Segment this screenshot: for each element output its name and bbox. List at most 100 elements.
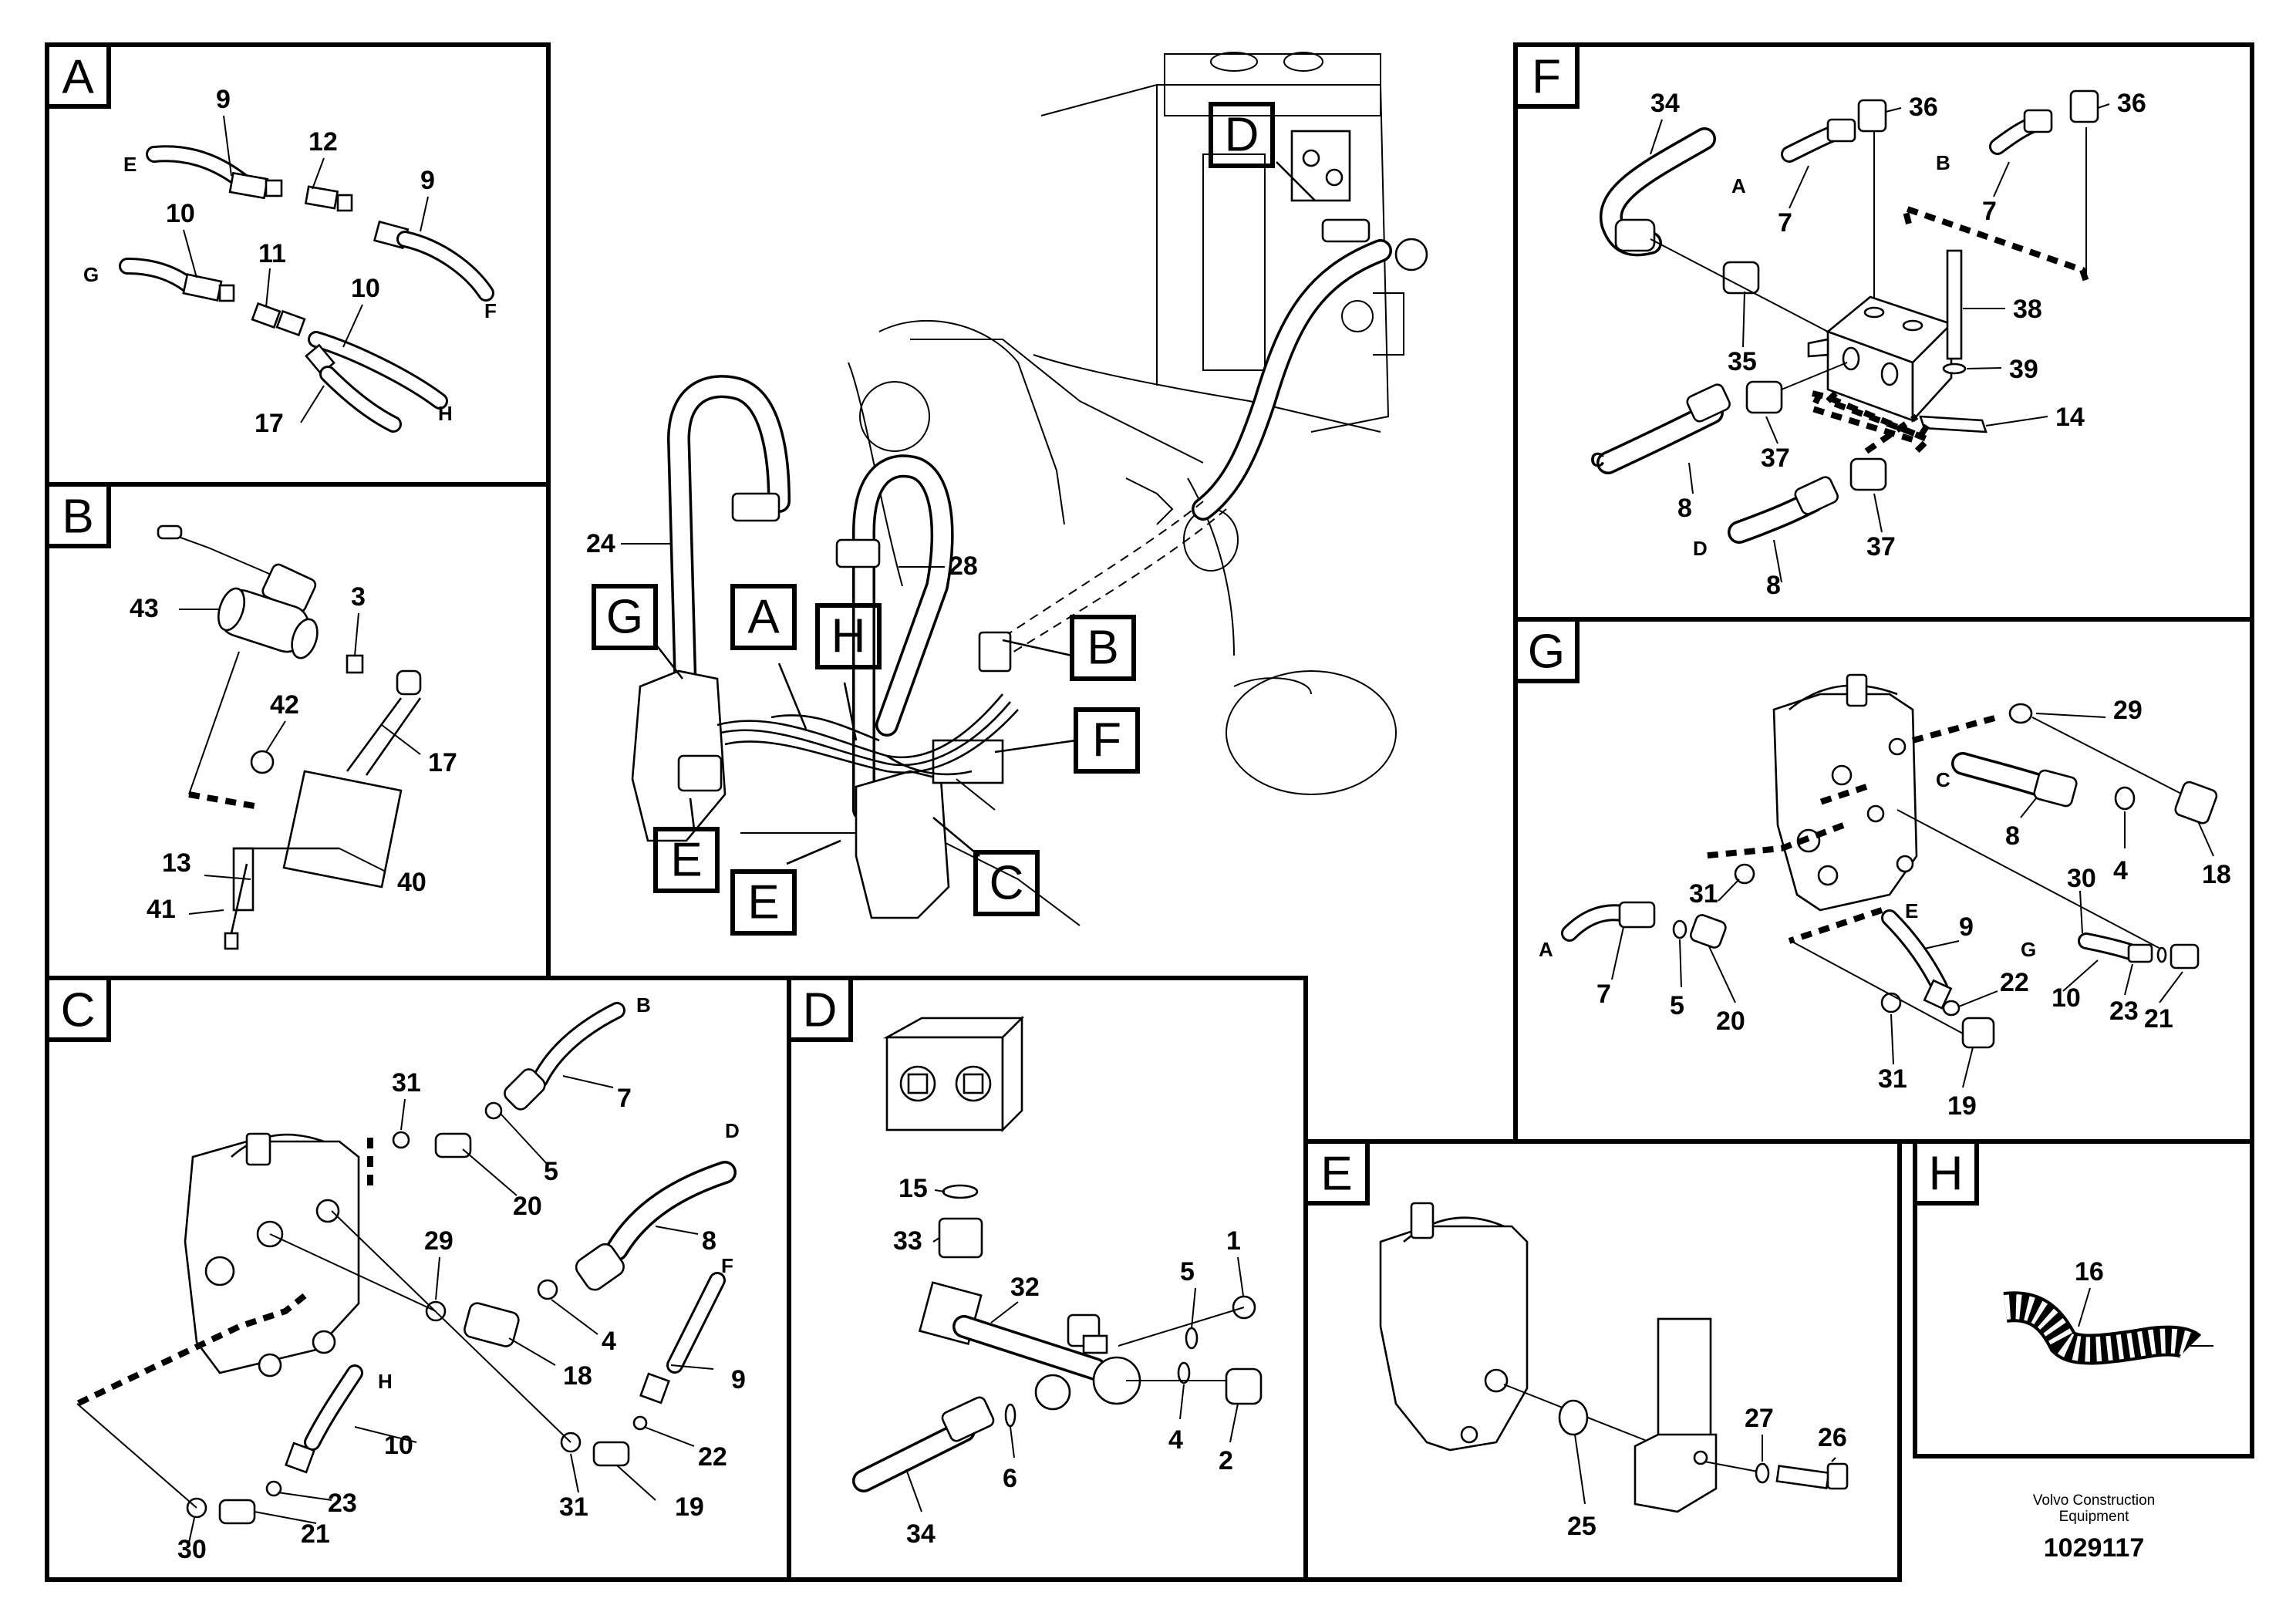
panel-b: B 43 3 42 17 13 40 41	[45, 482, 551, 980]
part-number: 37	[1866, 532, 1896, 561]
part-number: 30	[2067, 864, 2096, 893]
part-number: 10	[2052, 983, 2081, 1013]
part-number: 23	[2109, 996, 2139, 1026]
part-number: 19	[675, 1492, 704, 1522]
part-number: 15	[899, 1174, 928, 1203]
svg-text:B: B	[1087, 622, 1118, 675]
panel-d-badge	[787, 976, 853, 1042]
part-number: 10	[384, 1431, 413, 1460]
part-number: 9	[216, 85, 231, 114]
part-number: 3	[351, 582, 366, 612]
part-number: 6	[1003, 1464, 1017, 1493]
part-number: 7	[1982, 197, 1997, 226]
overview-callout-f: F	[1074, 707, 1140, 774]
part-number: 20	[1716, 1007, 1745, 1036]
panel-e-label: E	[1320, 1148, 1352, 1201]
hose-end-letter: H	[378, 1370, 393, 1393]
part-number: 5	[1180, 1257, 1195, 1286]
panel-b-label: B	[62, 491, 93, 544]
part-number: 4	[2113, 856, 2128, 885]
part-number: 8	[2005, 821, 2020, 851]
part-number: 5	[544, 1157, 558, 1186]
hose-end-letter: D	[1693, 537, 1708, 560]
part-number: 33	[893, 1226, 922, 1256]
overview-callout-e-left: E	[653, 827, 720, 893]
part-number: 29	[424, 1226, 453, 1256]
overview-callout-a: A	[730, 584, 797, 650]
hose-end-letter: A	[1731, 174, 1746, 197]
svg-text:C: C	[990, 857, 1024, 910]
panel-a-badge	[45, 42, 111, 109]
part-number: 11	[258, 239, 286, 268]
part-number: 31	[1689, 879, 1718, 909]
part-number: 17	[428, 748, 457, 777]
panel-f: F	[1513, 42, 2254, 622]
panel-d: D 15	[787, 976, 1308, 1582]
part-number: 37	[1761, 443, 1790, 473]
part-number: 41	[147, 895, 176, 924]
panel-h-frame	[1913, 1139, 2254, 1458]
panel-d-label: D	[803, 984, 838, 1037]
panel-g-label: G	[1528, 626, 1565, 679]
panel-a: A 9 12 9 10 11 10	[45, 42, 551, 487]
part-number: 38	[2013, 295, 2042, 324]
hose-end-letter: G	[83, 263, 99, 286]
hose-end-letter: E	[1905, 899, 1918, 922]
svg-text:F: F	[1092, 714, 1121, 767]
part-number: 7	[1778, 208, 1792, 238]
part-number: 17	[255, 409, 284, 438]
part-number: 36	[1909, 93, 1938, 122]
hose-end-letter: D	[725, 1119, 740, 1142]
part-number: 13	[162, 848, 191, 878]
part-number: 9	[420, 166, 435, 195]
overview-callout-c: C	[973, 850, 1040, 916]
panel-c: C	[45, 976, 791, 1582]
svg-text:E: E	[747, 876, 779, 929]
overview-drawing: 24 28 D G A H B F E	[586, 52, 1428, 936]
part-number: 43	[130, 594, 159, 623]
panel-e: E 25 27 26	[1303, 1139, 1902, 1582]
part-number: 4	[602, 1327, 616, 1356]
part-number: 19	[1947, 1091, 1977, 1121]
overview-callout-h: H	[815, 603, 882, 669]
part-number: 14	[2055, 403, 2085, 432]
overview-callout-b: B	[1070, 615, 1136, 681]
part-number: 12	[308, 127, 338, 157]
part-number: 29	[2113, 696, 2143, 725]
overview-callout-d: D	[1209, 102, 1275, 168]
panel-h: H 16	[1913, 1139, 2254, 1458]
hose-end-letter: C	[1936, 768, 1950, 791]
svg-text:H: H	[831, 610, 866, 663]
panel-g-frame	[1513, 617, 2254, 1144]
overview-callout-g: G	[592, 584, 658, 650]
panel-h-label: H	[1929, 1148, 1964, 1201]
panel-f-label: F	[1532, 51, 1561, 104]
hose-end-letter: E	[123, 153, 137, 176]
panel-c-label: C	[61, 984, 96, 1037]
hose-end-letter: B	[1936, 151, 1950, 174]
document-number: 1029117	[2044, 1533, 2145, 1563]
part-number: 2	[1219, 1446, 1233, 1475]
hose-end-letter: A	[1539, 938, 1553, 961]
panel-f-badge	[1513, 42, 1580, 109]
part-number: 28	[949, 551, 978, 581]
part-number: 24	[586, 529, 615, 558]
part-number: 9	[731, 1365, 746, 1394]
panel-e-badge	[1303, 1139, 1370, 1206]
part-number: 4	[1168, 1425, 1183, 1455]
panel-b-frame	[45, 482, 551, 980]
part-number: 26	[1818, 1423, 1847, 1452]
part-number: 31	[392, 1068, 421, 1098]
part-number: 18	[2202, 860, 2231, 889]
svg-text:D: D	[1225, 109, 1259, 162]
part-number: 40	[397, 868, 426, 897]
part-number: 34	[906, 1519, 936, 1549]
part-number: 22	[698, 1442, 727, 1472]
panel-g: G	[1513, 617, 2254, 1144]
part-number: 23	[328, 1489, 357, 1518]
hose-end-letter: G	[2021, 938, 2036, 961]
part-number: 20	[513, 1192, 542, 1221]
svg-text:G: G	[606, 591, 643, 644]
part-number: 25	[1567, 1512, 1596, 1541]
part-number: 36	[2117, 89, 2146, 118]
